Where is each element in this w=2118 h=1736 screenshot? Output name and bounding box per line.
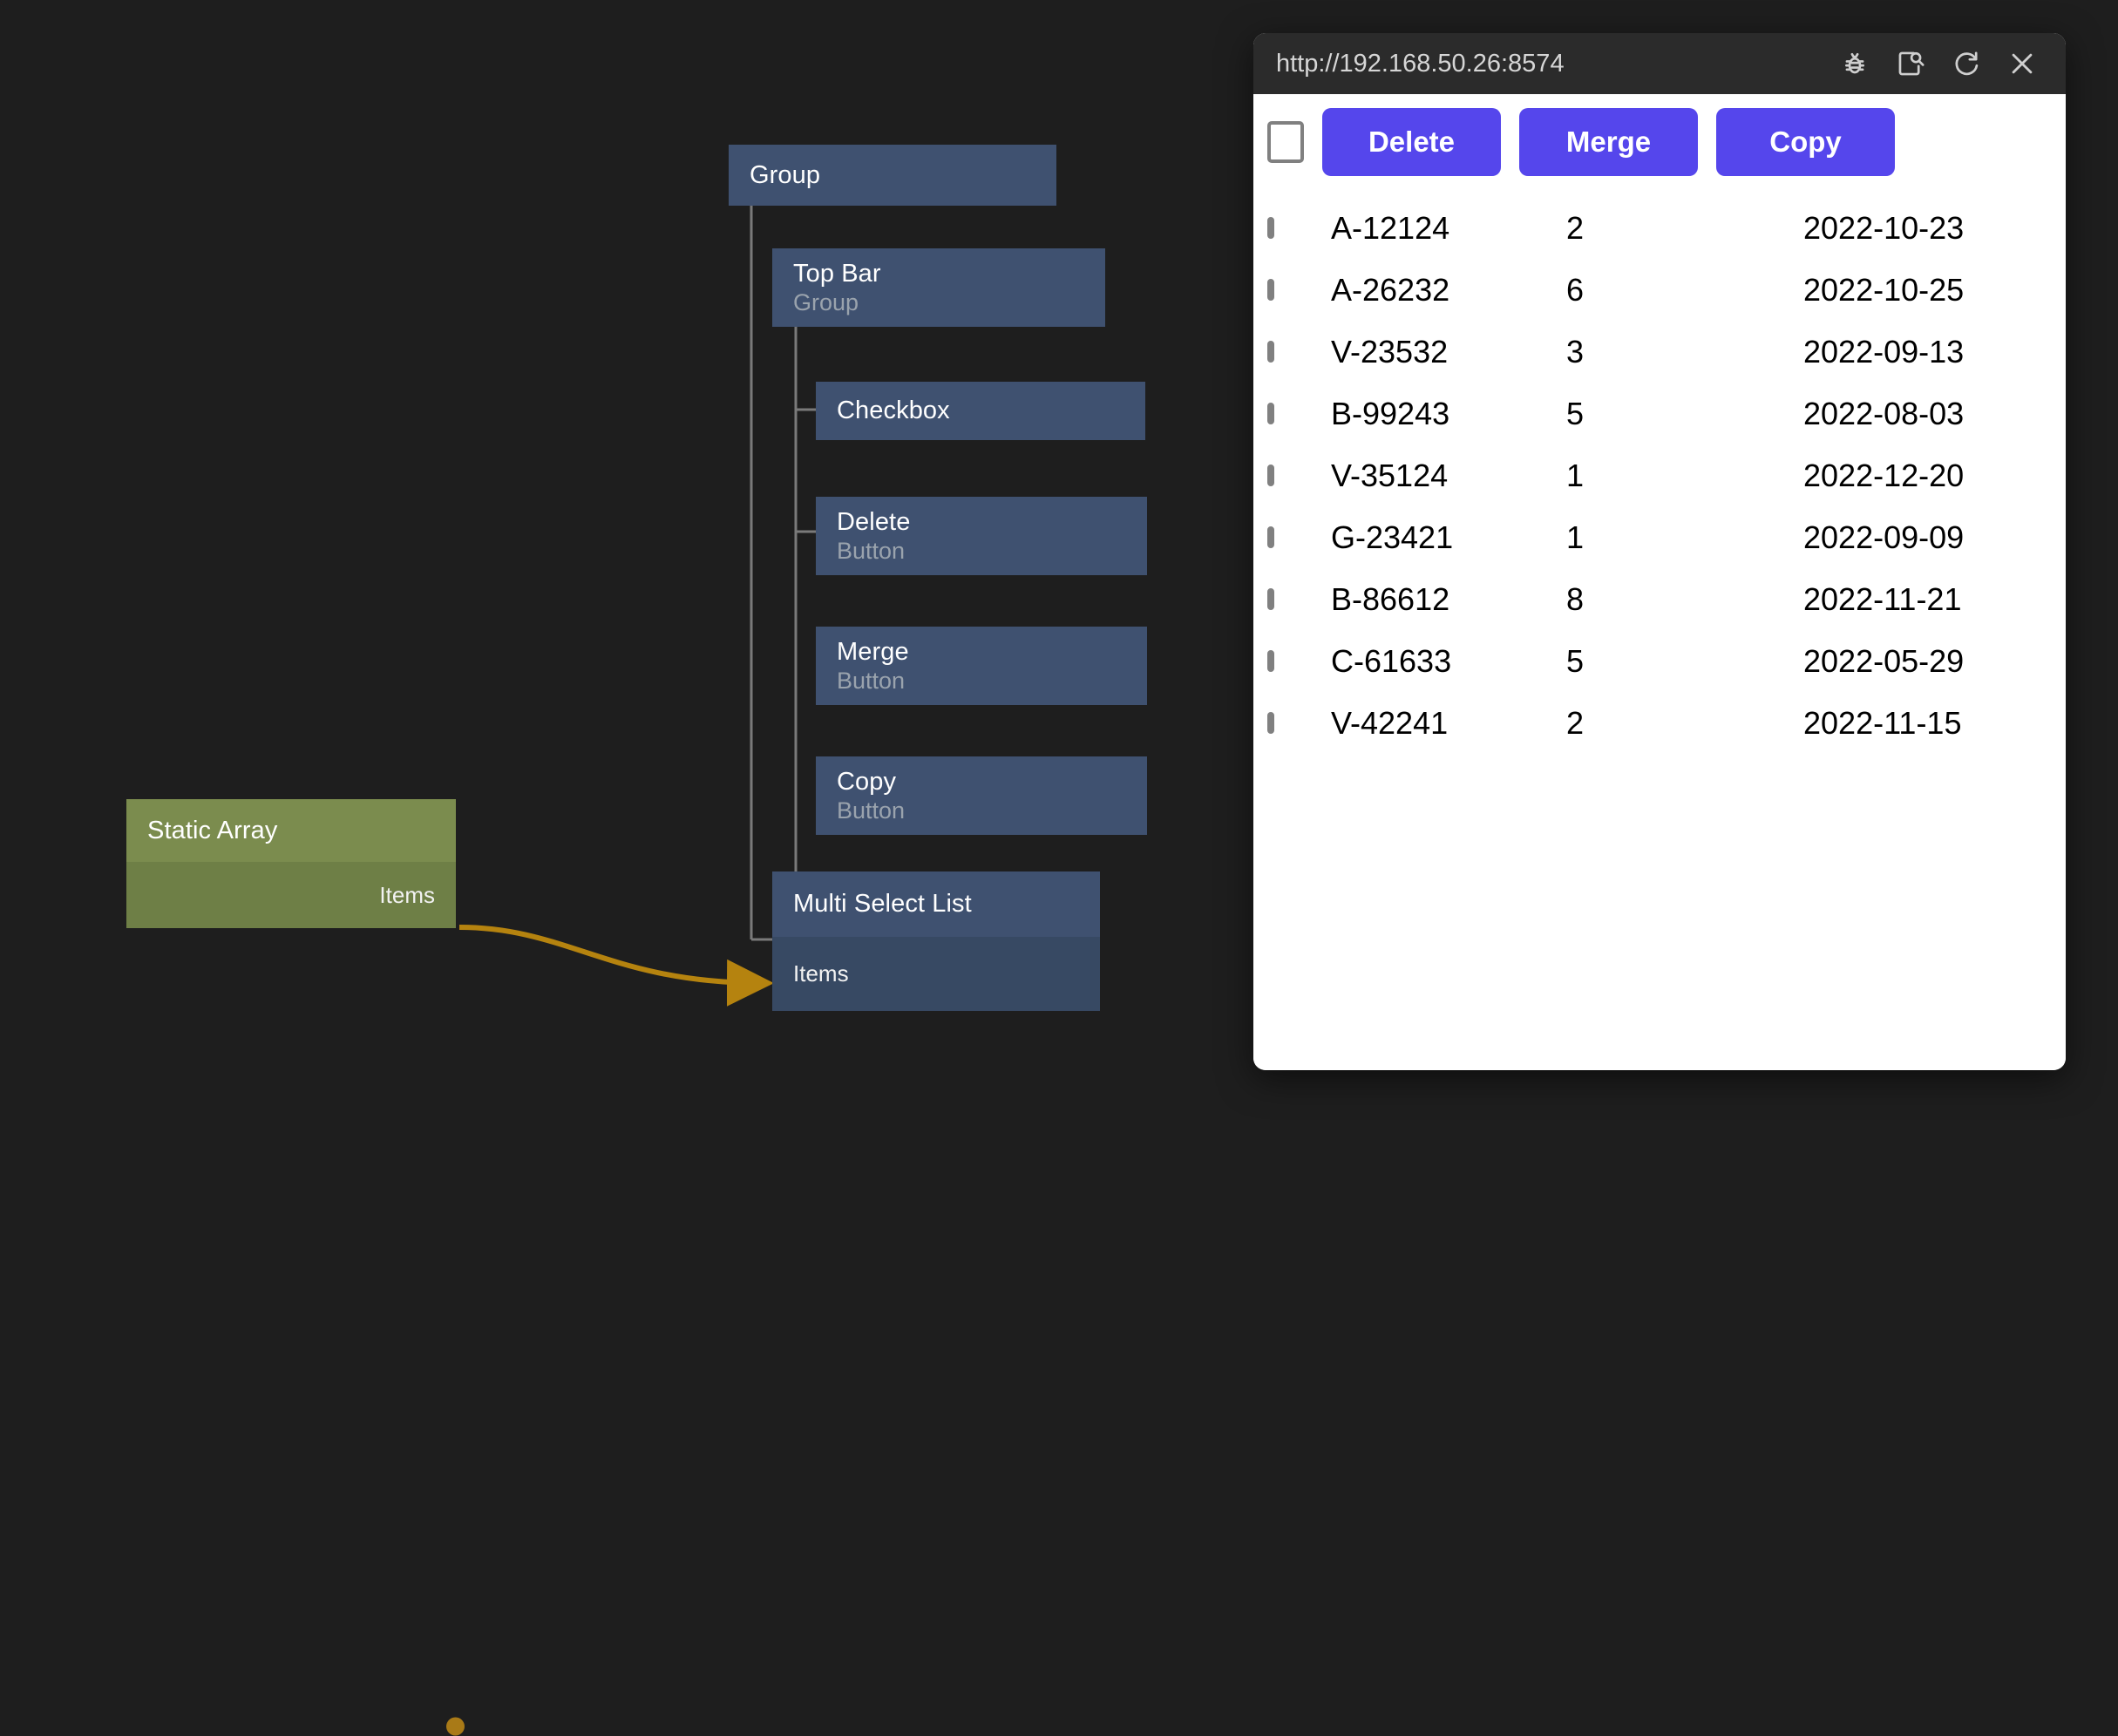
row-qty: 3 xyxy=(1566,333,1585,370)
node-subtitle: Group xyxy=(793,288,859,315)
row-checkbox[interactable] xyxy=(1267,464,1274,486)
port-items-in[interactable]: Items xyxy=(793,960,849,987)
table-row[interactable]: A-26232 6 2022-10-25 xyxy=(1253,259,2066,321)
row-qty: 6 xyxy=(1566,271,1585,308)
row-id: G-23421 xyxy=(1331,519,1454,555)
row-checkbox[interactable] xyxy=(1267,649,1274,672)
row-qty: 1 xyxy=(1566,457,1585,493)
preview-titlebar: http://192.168.50.26:8574 xyxy=(1253,33,2066,94)
row-checkbox[interactable] xyxy=(1267,216,1274,239)
node-multi-select-list-body: Items xyxy=(772,937,1100,1011)
node-top-bar[interactable]: Top Bar Group xyxy=(772,248,1105,327)
node-delete-header: Delete Button xyxy=(816,497,1147,575)
row-id: V-42241 xyxy=(1331,704,1449,741)
table-row[interactable]: V-35124 1 2022-12-20 xyxy=(1253,444,2066,506)
row-date: 2022-12-20 xyxy=(1803,457,1965,493)
node-group[interactable]: Group xyxy=(729,145,1056,206)
node-checkbox[interactable]: Checkbox xyxy=(816,382,1145,440)
row-date: 2022-05-29 xyxy=(1803,642,1965,679)
row-id: B-86612 xyxy=(1331,580,1450,617)
row-date: 2022-10-25 xyxy=(1803,271,1965,308)
row-qty: 2 xyxy=(1566,704,1585,741)
node-multi-select-list-header: Multi Select List xyxy=(772,871,1100,937)
port-dot-items-out[interactable] xyxy=(446,1717,465,1736)
node-title: Merge xyxy=(837,637,909,666)
row-id: V-35124 xyxy=(1331,457,1449,493)
node-merge-header: Merge Button xyxy=(816,627,1147,705)
row-qty: 5 xyxy=(1566,642,1585,679)
node-multi-select-list[interactable]: Multi Select List Items xyxy=(772,871,1100,1011)
node-group-header: Group xyxy=(729,145,1056,206)
row-date: 2022-08-03 xyxy=(1803,395,1965,431)
row-qty: 1 xyxy=(1566,519,1585,555)
node-copy[interactable]: Copy Button xyxy=(816,756,1147,835)
row-checkbox[interactable] xyxy=(1267,402,1274,424)
node-title: Delete xyxy=(837,507,911,536)
node-subtitle: Button xyxy=(837,797,906,824)
row-qty: 8 xyxy=(1566,580,1585,617)
node-top-bar-header: Top Bar Group xyxy=(772,248,1105,327)
row-date: 2022-09-13 xyxy=(1803,333,1965,370)
table-row[interactable]: G-23421 1 2022-09-09 xyxy=(1253,506,2066,568)
row-qty: 5 xyxy=(1566,395,1585,431)
row-checkbox[interactable] xyxy=(1267,526,1274,548)
row-checkbox[interactable] xyxy=(1267,587,1274,610)
reload-icon[interactable] xyxy=(1942,39,1991,88)
row-date: 2022-11-15 xyxy=(1803,704,1962,741)
table-row[interactable]: V-42241 2 2022-11-15 xyxy=(1253,692,2066,754)
delete-button[interactable]: Delete xyxy=(1322,108,1501,176)
row-checkbox[interactable] xyxy=(1267,711,1274,734)
url-text[interactable]: http://192.168.50.26:8574 xyxy=(1276,49,1565,78)
row-id: A-12124 xyxy=(1331,209,1450,246)
node-static-array-header: Static Array xyxy=(126,799,456,862)
table-row[interactable]: B-86612 8 2022-11-21 xyxy=(1253,568,2066,630)
node-checkbox-header: Checkbox xyxy=(816,382,1145,440)
table-row[interactable]: B-99243 5 2022-08-03 xyxy=(1253,383,2066,444)
edge-array-items-to-list-items xyxy=(458,925,774,1007)
row-id: C-61633 xyxy=(1331,642,1452,679)
copy-button[interactable]: Copy xyxy=(1716,108,1895,176)
row-checkbox[interactable] xyxy=(1267,278,1274,301)
row-id: B-99243 xyxy=(1331,395,1450,431)
preview-panel[interactable]: http://192.168.50.26:8574 xyxy=(1253,33,2066,1070)
preview-web-content[interactable]: Delete Merge Copy A-12124 2 2022-10-23 A… xyxy=(1253,94,2066,1070)
select-all-checkbox[interactable] xyxy=(1267,121,1304,163)
node-title: Group xyxy=(750,160,821,189)
node-title: Copy xyxy=(837,767,897,796)
node-merge[interactable]: Merge Button xyxy=(816,627,1147,705)
row-date: 2022-11-21 xyxy=(1803,580,1962,617)
port-items-out[interactable]: Items xyxy=(379,881,435,908)
node-delete[interactable]: Delete Button xyxy=(816,497,1147,575)
node-title: Static Array xyxy=(147,816,278,844)
row-checkbox[interactable] xyxy=(1267,340,1274,363)
row-qty: 2 xyxy=(1566,209,1585,246)
row-id: A-26232 xyxy=(1331,271,1450,308)
web-toolbar: Delete Merge Copy xyxy=(1253,94,2066,188)
node-subtitle: Button xyxy=(837,667,906,694)
node-static-array[interactable]: Static Array Items xyxy=(126,799,465,1736)
records-table: A-12124 2 2022-10-23 A-26232 6 2022-10-2… xyxy=(1253,197,2066,754)
node-static-array-body: Items xyxy=(126,862,456,928)
node-title: Checkbox xyxy=(837,397,950,425)
merge-button[interactable]: Merge xyxy=(1519,108,1698,176)
node-title: Multi Select List xyxy=(793,890,972,919)
inspect-icon[interactable] xyxy=(1886,39,1935,88)
row-date: 2022-09-09 xyxy=(1803,519,1965,555)
row-date: 2022-10-23 xyxy=(1803,209,1965,246)
node-title: Top Bar xyxy=(793,259,881,288)
table-row[interactable]: V-23532 3 2022-09-13 xyxy=(1253,321,2066,383)
table-row[interactable]: A-12124 2 2022-10-23 xyxy=(1253,197,2066,259)
node-copy-header: Copy Button xyxy=(816,756,1147,835)
row-id: V-23532 xyxy=(1331,333,1449,370)
table-row[interactable]: C-61633 5 2022-05-29 xyxy=(1253,630,2066,692)
bug-icon[interactable] xyxy=(1830,39,1879,88)
node-subtitle: Button xyxy=(837,537,906,564)
close-icon[interactable] xyxy=(1998,39,2047,88)
